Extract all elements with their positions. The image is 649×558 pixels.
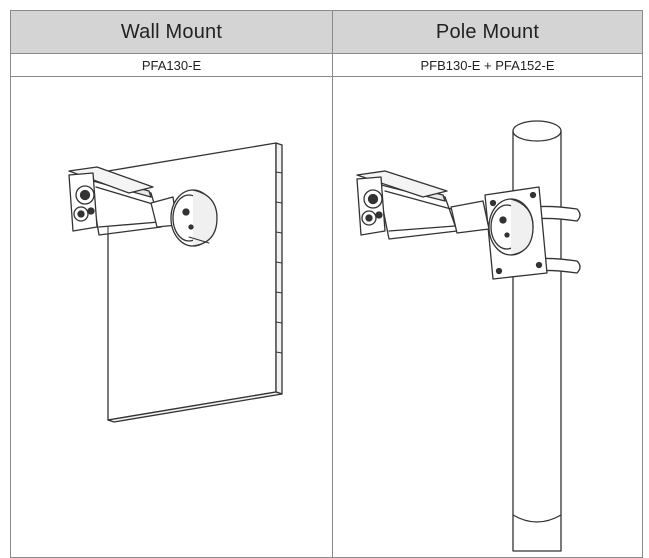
pole-mount-illustration-cell <box>332 76 643 558</box>
camera-pole-mount-icon <box>356 120 581 552</box>
header-row: Wall Mount Pole Mount <box>10 10 643 54</box>
illustration-row <box>10 76 643 558</box>
wall-mount-header: Wall Mount <box>10 10 333 54</box>
pole-mount-model: PFB130-E + PFA152-E <box>332 53 643 77</box>
model-row: PFA130-E PFB130-E + PFA152-E <box>10 53 643 77</box>
wall-mount-illustration-cell <box>10 76 333 558</box>
wall-mount-model: PFA130-E <box>10 53 333 77</box>
camera-wall-mount-icon <box>68 142 283 423</box>
pole-mount-header: Pole Mount <box>332 10 643 54</box>
mount-options-table: Wall Mount Pole Mount PFA130-E PFB130-E … <box>10 10 643 558</box>
